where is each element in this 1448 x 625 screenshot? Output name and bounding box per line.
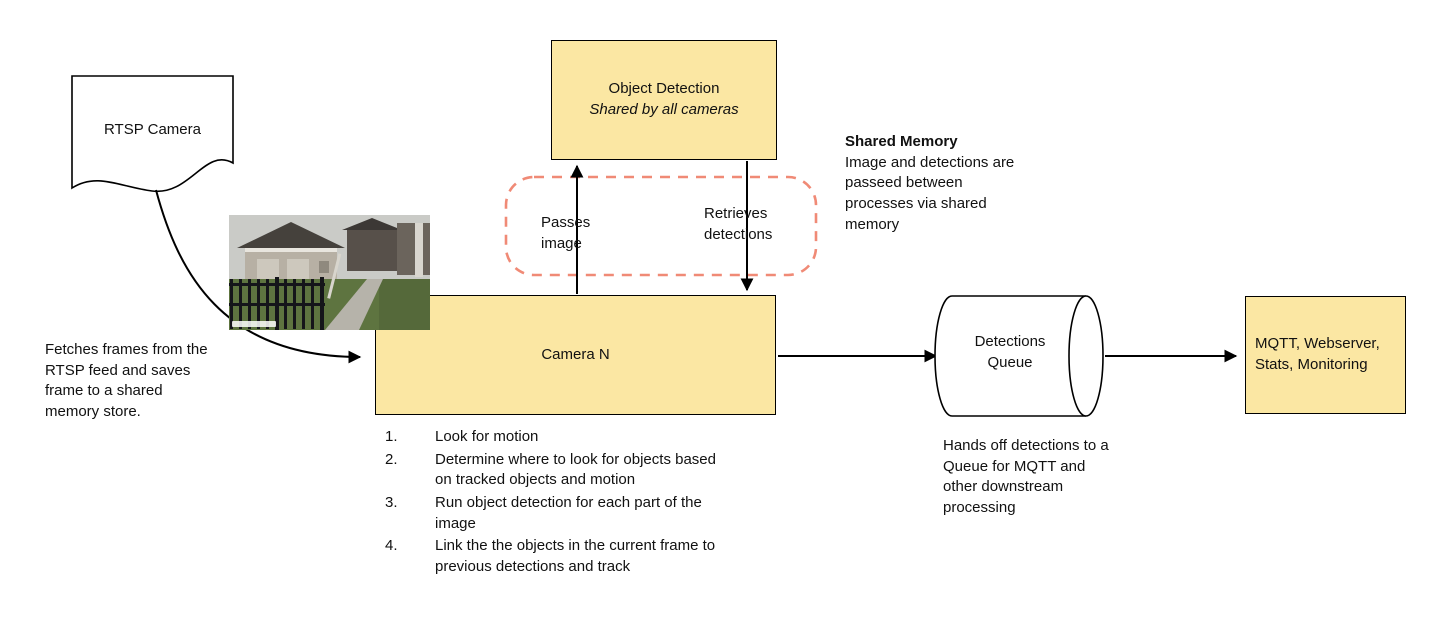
snapshot-fence bbox=[229, 277, 325, 330]
rtsp-camera-label: RTSP Camera bbox=[104, 120, 201, 138]
outputs-node: MQTT, Webserver, Stats, Monitoring bbox=[1245, 296, 1406, 414]
outputs-label: MQTT, Webserver, Stats, Monitoring bbox=[1255, 335, 1380, 373]
fetch-frames-note: Fetches frames from the RTSP feed and sa… bbox=[45, 341, 208, 421]
camera-snapshot bbox=[229, 215, 430, 330]
fetch-frames-curved-arrow bbox=[155, 189, 362, 364]
detections-queue-cylinder bbox=[934, 295, 1104, 417]
shared-memory-note-title: Shared Memory bbox=[845, 133, 958, 150]
shared-memory-note-body: Image and detections are passeed between… bbox=[845, 153, 1015, 233]
rtsp-camera-node: RTSP Camera bbox=[72, 108, 233, 152]
camera-step-4: Link the the objects in the current fram… bbox=[385, 536, 716, 576]
camera-n-label: Camera N bbox=[541, 345, 610, 363]
detections-queue-label: Detections Queue bbox=[974, 333, 1046, 371]
camera-step-3: Run object detection for each part of th… bbox=[385, 493, 702, 532]
snapshot-background-houses bbox=[342, 218, 430, 277]
camera-step-2: Determine where to look for objects base… bbox=[385, 450, 716, 489]
object-detection-subtitle: Shared by all cameras bbox=[589, 101, 739, 118]
object-detection-node: Object Detection Shared by all cameras bbox=[551, 40, 777, 160]
snapshot-timestamp bbox=[232, 321, 276, 327]
shared-memory-note: Shared Memory Image and detections are p… bbox=[845, 132, 1045, 235]
camera-step-1: Look for motion bbox=[385, 427, 539, 447]
camera-snapshot-scene bbox=[229, 215, 430, 330]
queue-handoff-note: Hands off detections to a Queue for MQTT… bbox=[943, 437, 1109, 517]
retrieves-detections-label: Retrieves detections bbox=[704, 205, 773, 243]
shared-memory-dashed-boundary bbox=[504, 175, 818, 277]
object-detection-title: Object Detection bbox=[608, 80, 720, 98]
camera-steps-list: Look for motion Determine where to look … bbox=[383, 427, 717, 580]
passes-image-label: Passes image bbox=[541, 214, 591, 252]
snapshot-walkway bbox=[325, 253, 383, 330]
camera-n-node: Camera N bbox=[375, 295, 776, 415]
